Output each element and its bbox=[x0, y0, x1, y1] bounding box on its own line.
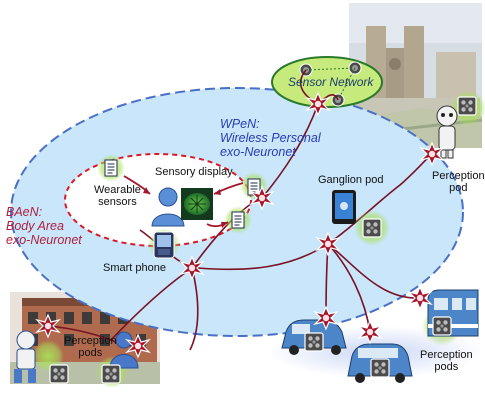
tablet-icon bbox=[332, 190, 356, 224]
smart-phone-label: Smart phone bbox=[103, 262, 166, 274]
perception-pod-right-line-2: pod bbox=[449, 182, 468, 195]
perception-pods-left-line-1: Perception bbox=[64, 335, 117, 347]
document-icon bbox=[104, 159, 118, 177]
ganglion-pod-label: Ganglion pod bbox=[318, 174, 384, 186]
robot-icon bbox=[14, 330, 36, 383]
pod-icon bbox=[101, 364, 121, 384]
wpen-line-2: Wireless Personal bbox=[220, 130, 321, 145]
sensory-display-leaf bbox=[181, 188, 213, 220]
sensor-network-label: Sensor Network bbox=[288, 75, 374, 89]
perception-pods-bottom-line-1: Perception bbox=[420, 349, 473, 361]
wpen-line-3: exo-Neuronet bbox=[220, 144, 296, 159]
baen-line-3: exo-Neuronet bbox=[6, 232, 82, 247]
wearable-line-1: Wearable bbox=[94, 184, 141, 196]
sensory-arrows bbox=[123, 175, 244, 228]
document-icon bbox=[231, 211, 245, 229]
baen-title: BAeN: Body Area exo-Neuronet bbox=[6, 205, 82, 247]
wpen-title: WPeN: Wireless Personal exo-Neuronet bbox=[220, 117, 321, 159]
pod-icon bbox=[457, 96, 477, 116]
robot-icon bbox=[436, 105, 458, 159]
perception-pod-right-line-1: Perception bbox=[432, 170, 485, 182]
perception-pods-left-label: Perception pods bbox=[64, 335, 117, 359]
pod-icon bbox=[362, 218, 382, 238]
baen-line-1: BAeN: bbox=[6, 205, 43, 219]
pod-icon bbox=[432, 316, 452, 336]
wearable-sensors-label: Wearable sensors bbox=[94, 184, 141, 208]
person-icon bbox=[109, 331, 139, 369]
perception-pods-bottom-label: Perception pods bbox=[420, 349, 473, 373]
perception-pods-bottom-line-2: pods bbox=[434, 361, 459, 374]
smartphone-icon bbox=[153, 231, 175, 259]
perception-pods-left-line-2: pods bbox=[78, 347, 103, 360]
pod-icon bbox=[49, 364, 69, 384]
pod-icon bbox=[304, 332, 324, 352]
sensory-display-label: Sensory display bbox=[155, 166, 233, 178]
person-icon bbox=[151, 187, 185, 227]
baen-line-2: Body Area bbox=[6, 218, 64, 233]
wearable-line-2: sensors bbox=[98, 196, 137, 209]
wpen-line-1: WPeN: bbox=[220, 117, 260, 131]
perception-pod-right-label: Perception pod bbox=[432, 170, 485, 194]
pod-icon bbox=[370, 358, 390, 378]
